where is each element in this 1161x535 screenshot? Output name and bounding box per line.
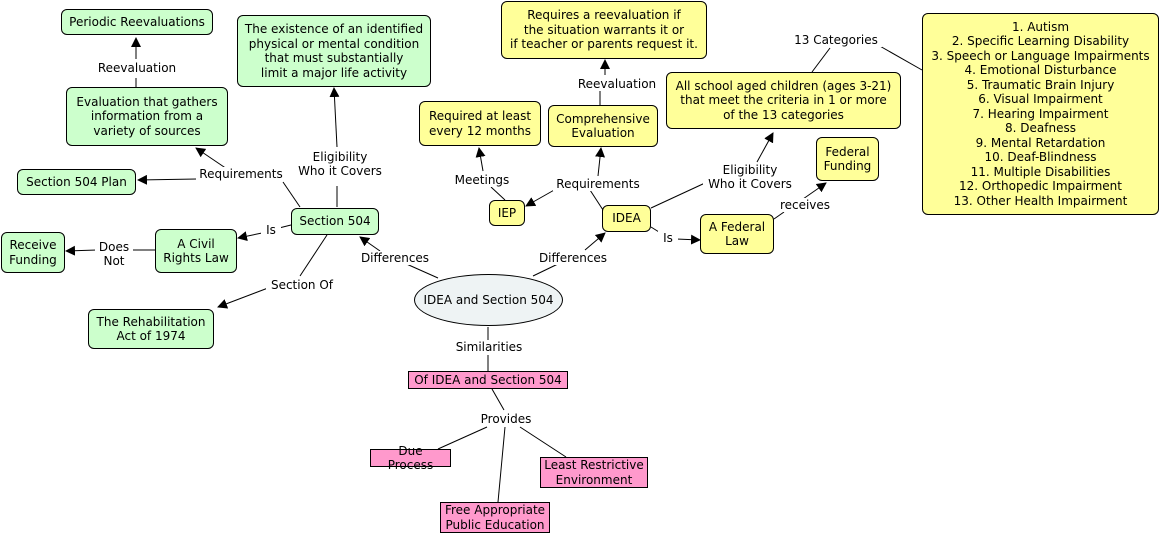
label-section-of: Section Of	[266, 278, 338, 292]
similarities-node[interactable]: Of IDEA and Section 504	[408, 371, 568, 389]
link-requirements-comprehensive	[595, 147, 606, 177]
link-requirements-plan	[137, 174, 198, 185]
link-of-provides	[491, 388, 505, 411]
link-differences-idea	[584, 232, 606, 251]
link-idea-requirements	[589, 189, 604, 211]
link-provides-fape	[497, 426, 506, 503]
center-node[interactable]: IDEA and Section 504	[414, 274, 563, 326]
link-iep-meetings	[490, 186, 506, 201]
label-reevaluation-504: Reevaluation	[94, 61, 180, 75]
federal-law-node[interactable]: A Federal Law	[700, 214, 774, 254]
link-504-is	[278, 224, 292, 229]
fape-node[interactable]: Free Appropriate Public Education	[440, 502, 550, 533]
iep-node[interactable]: IEP	[489, 200, 525, 226]
receive-funding-node[interactable]: Receive Funding	[1, 232, 65, 273]
label-provides: Provides	[475, 412, 537, 426]
eligibility-condition-node[interactable]: The existence of an identified physical …	[237, 15, 431, 87]
link-provides-lre	[519, 426, 567, 458]
link-doesnot-receive	[65, 245, 98, 256]
label-differences-right: Differences	[535, 251, 611, 265]
link-is-federallaw	[675, 234, 701, 245]
label-13-categories: 13 Categories	[790, 33, 882, 47]
label-receives: receives	[776, 198, 834, 212]
link-504-sectionof	[299, 234, 328, 277]
federal-funding-node[interactable]: Federal Funding	[816, 137, 879, 181]
label-requirements-504: Requirements	[196, 167, 286, 181]
lre-node[interactable]: Least Restrictive Environment	[540, 457, 648, 488]
section-504-node[interactable]: Section 504	[291, 208, 379, 235]
evaluation-sources-node[interactable]: Evaluation that gathers information from…	[66, 87, 228, 146]
link-eligibility-existence	[329, 87, 340, 148]
required-12-months-node[interactable]: Required at least every 12 months	[419, 101, 541, 146]
rehabilitation-act-node[interactable]: The Rehabilitation Act of 1974	[88, 309, 214, 349]
civil-rights-law-node[interactable]: A Civil Rights Law	[155, 229, 237, 273]
link-provides-due	[437, 426, 488, 450]
link-children-13cat	[811, 47, 831, 73]
periodic-reevaluations-node[interactable]: Periodic Reevaluations	[61, 9, 213, 35]
link-504-requirements	[282, 181, 301, 208]
link-requirements-iep	[525, 188, 557, 207]
section-504-plan-node[interactable]: Section 504 Plan	[17, 169, 136, 195]
label-does-not: Does Not	[95, 240, 133, 268]
reevaluation-request-node[interactable]: Requires a reevaluation if the situation…	[501, 1, 707, 59]
label-reevaluation-idea: Reevaluation	[574, 77, 660, 91]
link-sectionof-rehab	[217, 287, 269, 309]
eligible-children-node[interactable]: All school aged children (ages 3-21) tha…	[666, 72, 901, 129]
due-process-node[interactable]: Due Process	[370, 444, 451, 472]
label-is-idea: Is	[658, 231, 678, 245]
link-federallaw-receives	[773, 211, 785, 220]
idea-node[interactable]: IDEA	[602, 205, 651, 232]
label-similarities: Similarities	[451, 340, 527, 354]
link-eligibility-children	[756, 132, 774, 163]
link-differences-section504	[359, 236, 381, 252]
label-meetings: Meetings	[451, 173, 513, 187]
link-13cat-list	[877, 44, 923, 71]
link-idea-is	[650, 226, 660, 233]
label-is-504: Is	[261, 223, 281, 237]
link-meetings-12months	[475, 147, 486, 172]
comprehensive-evaluation-node[interactable]: Comprehensive Evaluation	[548, 105, 658, 147]
thirteen-categories-list-node[interactable]: 1. Autism 2. Specific Learning Disabilit…	[922, 13, 1159, 215]
link-idea-eligibility	[650, 182, 706, 209]
link-receives-funding	[802, 182, 827, 200]
label-eligibility-504: Eligibility Who it Covers	[293, 150, 387, 178]
label-requirements-idea: Requirements	[553, 177, 643, 191]
label-eligibility-idea: Eligibility Who it Covers	[703, 163, 797, 191]
label-differences-left: Differences	[357, 251, 433, 265]
link-requirements-evaluation	[195, 147, 228, 170]
link-is-civil	[237, 231, 263, 242]
